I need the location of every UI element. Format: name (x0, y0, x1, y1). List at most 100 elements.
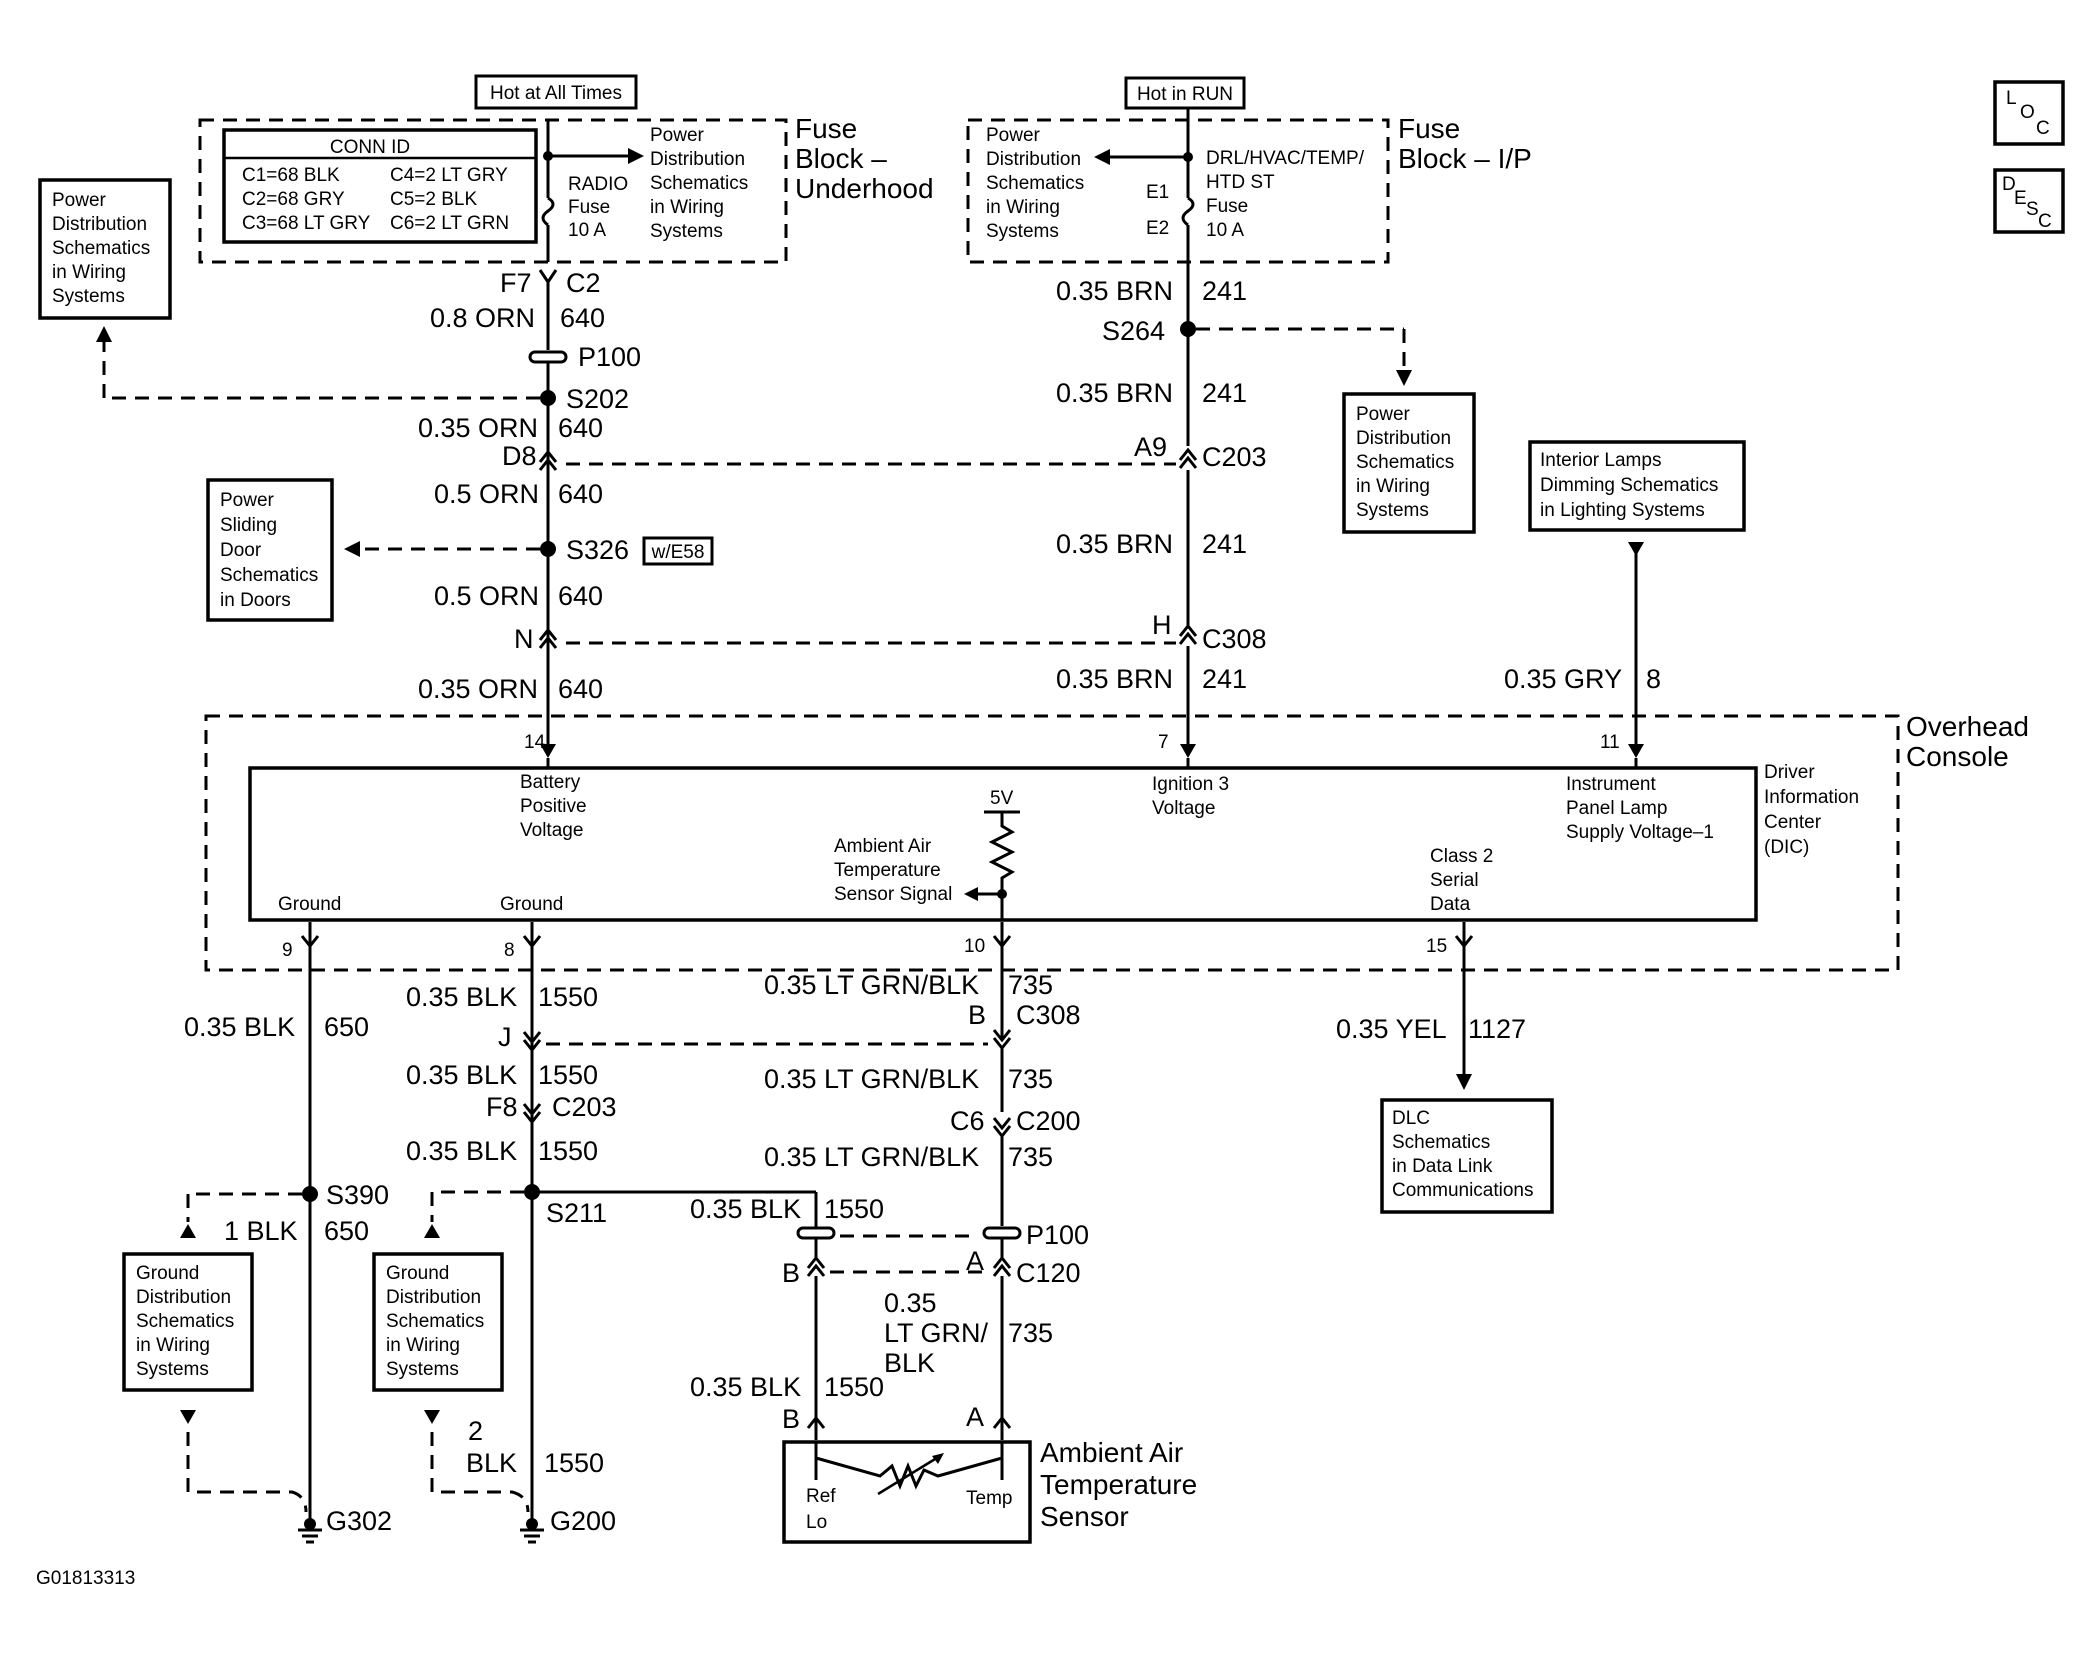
ground-distribution-box-2[interactable]: Ground Distribution Schematics in Wiring… (372, 1252, 504, 1392)
connector-c120-b (806, 1255, 826, 1277)
circuit-241-c: 241 (1202, 529, 1247, 559)
h-label: H (1152, 610, 1172, 640)
wire-035-orn-1: 0.35 ORN (418, 413, 538, 443)
arrow-left-icon (964, 887, 978, 901)
conn-id-c2: C2=68 GRY (242, 189, 345, 210)
wire-035-brn-1: 0.35 BRN (1056, 276, 1173, 306)
svg-text:in Data Link: in Data Link (1392, 1156, 1493, 1177)
svg-text:in Wiring: in Wiring (52, 262, 126, 283)
dlc-schematics-box[interactable]: DLC Schematics in Data Link Communicatio… (1380, 1098, 1554, 1214)
class2-label-3: Data (1430, 894, 1471, 915)
instrument-lamp-label-1: Instrument (1566, 774, 1656, 795)
pin-10: 10 (964, 936, 985, 957)
svg-text:Ground: Ground (386, 1263, 449, 1284)
c203-label-bottom: C203 (552, 1092, 617, 1122)
arrow-up-icon (96, 326, 112, 342)
c2-label: C2 (566, 268, 601, 298)
s264-label: S264 (1102, 316, 1165, 346)
svg-text:Power: Power (1356, 404, 1411, 425)
loc-icon[interactable]: L O C (1993, 80, 2065, 146)
sensor-title-1: Ambient Air (1040, 1437, 1183, 1468)
sensor-title-3: Sensor (1040, 1501, 1129, 1532)
svg-text:DLC: DLC (1392, 1108, 1430, 1129)
instrument-lamp-label-3: Supply Voltage–1 (1566, 822, 1714, 843)
pd-ip-5: Systems (986, 221, 1059, 242)
power-distribution-right-box[interactable]: Power Distribution Schematics in Wiring … (1342, 392, 1476, 534)
wire-08-orn: 0.8 ORN (430, 303, 535, 333)
dic-label-2: Information (1764, 787, 1859, 808)
wire-035-blk-3: 0.35 BLK (406, 1136, 517, 1166)
power-distribution-left-box[interactable]: Power Distribution Schematics in Wiring … (38, 178, 172, 320)
svg-text:L: L (2006, 88, 2017, 109)
svg-text:D: D (2002, 174, 2016, 195)
circuit-650-b: 650 (324, 1216, 369, 1246)
svg-text:Schematics: Schematics (1356, 452, 1454, 473)
drl-fuse-4: 10 A (1206, 220, 1244, 241)
pin-9: 9 (282, 940, 293, 961)
pullup-resistor (988, 812, 1016, 920)
svg-text:Systems: Systems (386, 1359, 459, 1380)
c6-label: C6 (950, 1106, 985, 1136)
p100-inline-connector (528, 350, 568, 364)
fuse-block-ip-title-2: Block – I/P (1398, 143, 1532, 174)
circuit-1550-c: 1550 (538, 1136, 598, 1166)
a9-label: A9 (1134, 432, 1167, 462)
p100-pin-a (982, 1226, 1022, 1240)
power-sliding-door-box[interactable]: Power Sliding Door Schematics in Doors (206, 478, 334, 622)
svg-text:Systems: Systems (136, 1359, 209, 1380)
pd-underhood-2: Distribution (650, 149, 745, 170)
ground-distribution-box-1[interactable]: Ground Distribution Schematics in Wiring… (122, 1252, 254, 1392)
thermistor-symbol (814, 1456, 1004, 1491)
conn-id-title: CONN ID (330, 137, 410, 158)
ambient-signal-label-1: Ambient Air (834, 836, 932, 857)
wire-035-ltgrn-1: 0.35 LT GRN/BLK (764, 970, 979, 1000)
arrow-down-icon (424, 1410, 440, 1424)
hot-at-all-times-label: Hot at All Times (490, 83, 622, 104)
wire-blk-label-sensor: BLK (884, 1348, 935, 1378)
c308-label-top: C308 (1202, 624, 1267, 654)
ground-g200-icon (520, 1518, 544, 1544)
sensor-ref-label: Ref (806, 1486, 836, 1507)
arrow-up-icon (424, 1224, 440, 1238)
arrow-down-icon (1456, 1074, 1472, 1090)
wire-1-blk: 1 BLK (224, 1216, 298, 1246)
pd-ip-1: Power (986, 125, 1041, 146)
n-label: N (514, 624, 534, 654)
circuit-735-a: 735 (1008, 970, 1053, 1000)
f8-label: F8 (486, 1092, 518, 1122)
pin-11: 11 (1600, 732, 1620, 753)
wire-035-blk-650: 0.35 BLK (184, 1012, 295, 1042)
connector-c308-bottom-left (522, 1031, 542, 1053)
svg-text:S: S (2026, 199, 2039, 220)
overhead-console-outline (204, 714, 1900, 972)
pd-ip-3: Schematics (986, 173, 1084, 194)
battery-positive-label-1: Battery (520, 772, 581, 793)
svg-text:Communications: Communications (1392, 1180, 1534, 1201)
s390-label: S390 (326, 1180, 389, 1210)
class2-label-2: Serial (1430, 870, 1479, 891)
pin-7: 7 (1158, 732, 1169, 753)
svg-text:Systems: Systems (52, 286, 125, 307)
interior-lamps-box[interactable]: Interior Lamps Dimming Schematics in Lig… (1528, 440, 1746, 532)
connector-c2 (538, 269, 558, 285)
arrow-down-icon (1396, 370, 1412, 386)
fuse-block-underhood-title-1: Fuse (795, 113, 857, 144)
conn-id-c3: C3=68 LT GRY (242, 213, 371, 234)
wire-035-blk-2: 0.35 BLK (406, 1060, 517, 1090)
arrow-left-icon (344, 541, 360, 557)
sensor-temp-label: Temp (966, 1488, 1012, 1509)
ignition-voltage-label-1: Ignition 3 (1152, 774, 1229, 795)
wire-035-orn-2: 0.35 ORN (418, 674, 538, 704)
desc-icon[interactable]: D E S C (1993, 168, 2065, 234)
svg-text:Systems: Systems (1356, 500, 1429, 521)
splice-s202 (540, 390, 556, 406)
connector-c203-left (538, 449, 558, 471)
conn-id-c6: C6=2 LT GRN (390, 213, 509, 234)
fuse-block-ip-title-1: Fuse (1398, 113, 1460, 144)
d8-label: D8 (502, 441, 537, 471)
ambient-air-temp-sensor (782, 1440, 1032, 1544)
drl-fuse-1: DRL/HVAC/TEMP/ (1206, 148, 1365, 169)
a-label-c120: A (966, 1246, 984, 1276)
circuit-735-c: 735 (1008, 1142, 1053, 1172)
p100-label-top: P100 (578, 342, 641, 372)
